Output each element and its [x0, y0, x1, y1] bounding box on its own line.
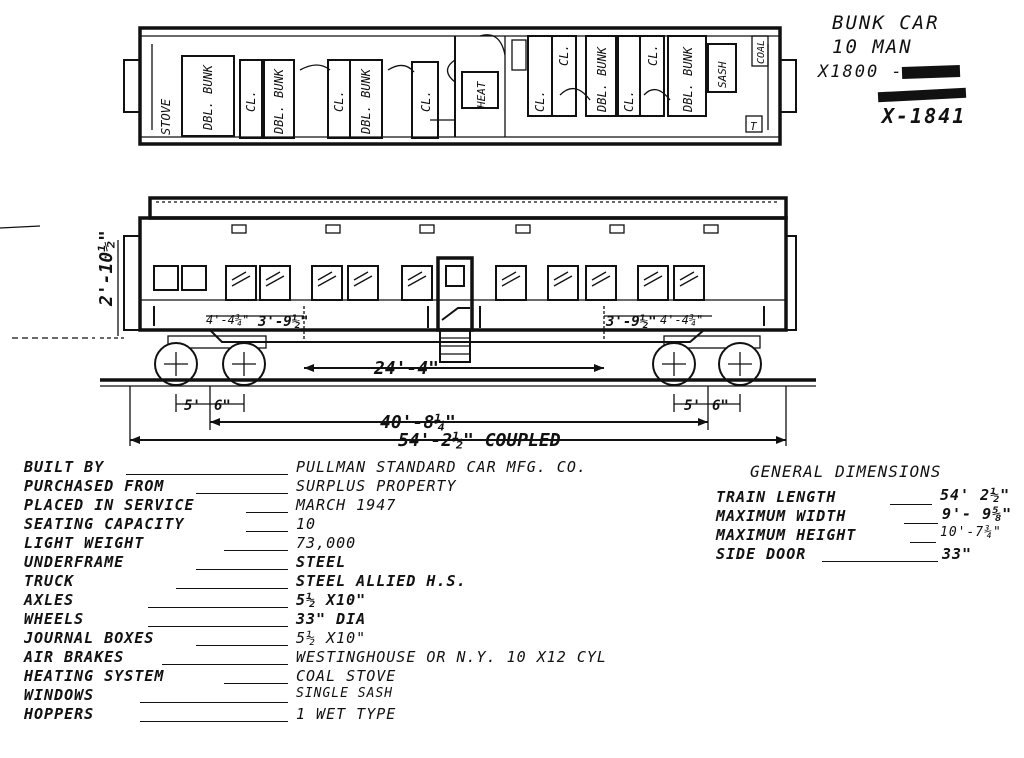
wheelbase-left-b: 6"	[214, 398, 231, 414]
windows	[153, 265, 705, 301]
scribble-mark-1	[901, 64, 961, 80]
gen-label-maximum-height: MAXIMUM HEIGHT	[716, 526, 857, 544]
car-number-new: X-1841	[882, 104, 967, 128]
sash-label: SASH	[716, 61, 729, 88]
bunk-label-4: DBL. BUNK	[595, 46, 609, 113]
gen-value-train-length: 54' 2½"	[940, 486, 1011, 504]
gen-value-maximum-height: 10'-7¾"	[940, 525, 1002, 540]
title-line-1: BUNK CAR	[832, 12, 940, 34]
offset-right-a: 3'-9½"	[605, 314, 657, 330]
offset-right-b: 4'-4¾"	[660, 313, 703, 327]
heat-label: HEAT	[475, 80, 488, 109]
closet-label-1: CL.	[244, 90, 258, 112]
closet-label-5: CL.	[557, 44, 571, 66]
spec-label-placed-in-service: PLACED IN SERVICE	[24, 496, 195, 514]
spec-value-placed-in-service: MARCH 1947	[296, 496, 397, 514]
spec-label-light-weight: LIGHT WEIGHT	[24, 534, 145, 552]
truck-right	[652, 335, 762, 386]
bunk-label-1: DBL. BUNK	[201, 64, 215, 131]
gen-label-train-length: TRAIN LENGTH	[716, 488, 837, 506]
closet-label-4: CL.	[533, 90, 547, 112]
coupled-length-dimension: 54'-2½" COUPLED	[398, 430, 561, 451]
car-number-old: X1800 -	[818, 62, 904, 82]
spec-label-heating-system: HEATING SYSTEM	[24, 667, 165, 685]
spec-value-built-by: PULLMAN STANDARD CAR MFG. CO.	[296, 458, 587, 476]
offset-left-a: 4'-4¾"	[206, 313, 249, 327]
closet-label-2: CL.	[332, 90, 346, 112]
bunk-label-2: DBL. BUNK	[272, 68, 286, 135]
bunk-label-3: DBL. BUNK	[359, 68, 373, 135]
truck-left	[154, 335, 267, 386]
title-line-2: 10 MAN	[832, 36, 913, 58]
spec-value-heating-system: COAL STOVE	[296, 667, 397, 685]
closet-label-7: CL.	[646, 44, 660, 66]
spec-value-axles: 5½ X10"	[296, 591, 367, 609]
spec-label-windows: WINDOWS	[24, 686, 95, 704]
spec-value-hoppers: 1 WET TYPE	[296, 705, 397, 723]
spec-value-journal-boxes: 5½ x10"	[296, 629, 367, 647]
spec-value-seating-capacity: 10	[296, 515, 317, 533]
offset-left-b: 3'-9½"	[257, 314, 309, 330]
closet-label-3: CL.	[419, 90, 433, 112]
spec-value-windows: SINGLE SASH	[296, 686, 394, 701]
gen-label-maximum-width: MAXIMUM WIDTH	[716, 507, 847, 525]
truck-centers-dimension: 24'-4"	[373, 358, 439, 379]
spec-label-wheels: WHEELS	[24, 610, 85, 628]
spec-value-air-brakes: WESTINGHOUSE OR N.Y. 10 X12 CYL	[296, 648, 607, 666]
closet-label-6: CL.	[622, 90, 636, 112]
wheelbase-left-a: 5'	[184, 398, 201, 414]
stove-label: STOVE	[159, 98, 173, 135]
side-door	[427, 256, 481, 363]
spec-value-wheels: 33" DIA	[296, 610, 367, 628]
spec-value-truck: STEEL ALLIED H.S.	[296, 572, 467, 590]
spec-label-air-brakes: AIR BRAKES	[24, 648, 125, 666]
spec-label-hoppers: HOPPERS	[24, 705, 95, 723]
bunk-label-5: DBL. BUNK	[681, 46, 695, 113]
gen-value-side-door: 33"	[942, 545, 973, 563]
spec-label-seating-capacity: SEATING CAPACITY	[24, 515, 185, 533]
height-dimension: 2'-10½"	[96, 230, 117, 307]
toilet-label: T	[750, 120, 758, 133]
spec-value-light-weight: 73,000	[296, 534, 357, 552]
spec-label-purchased-from: PURCHASED FROM	[24, 477, 165, 495]
side-elevation	[100, 196, 816, 387]
gen-label-side-door: SIDE DOOR	[716, 545, 807, 563]
spec-value-underframe: STEEL	[296, 553, 347, 571]
gen-value-maximum-width: 9'- 9⅝"	[942, 505, 1013, 523]
coal-label: COAL	[756, 40, 767, 64]
spec-label-axles: AXLES	[24, 591, 75, 609]
spec-label-underframe: UNDERFRAME	[24, 553, 125, 571]
spec-label-truck: TRUCK	[24, 572, 75, 590]
body-length-dimension: 40'-8¼"	[380, 412, 456, 433]
dimension-lines: 2'-10½" 4'-4¾" 3'-9½" 3'-9½" 4'-4¾" 24'-…	[0, 225, 787, 451]
wheelbase-right-b: 6"	[712, 398, 729, 414]
general-dimensions-title: GENERAL DIMENSIONS	[750, 462, 942, 481]
wheelbase-right-a: 5'	[684, 398, 701, 414]
spec-value-purchased-from: SURPLUS PROPERTY	[296, 477, 457, 495]
floor-plan: STOVE DBL. BUNK CL. DBL. BUNK CL. DBL. B…	[123, 26, 797, 146]
spec-label-journal-boxes: JOURNAL BOXES	[24, 629, 155, 647]
spec-label-built-by: BUILT BY	[24, 458, 105, 476]
